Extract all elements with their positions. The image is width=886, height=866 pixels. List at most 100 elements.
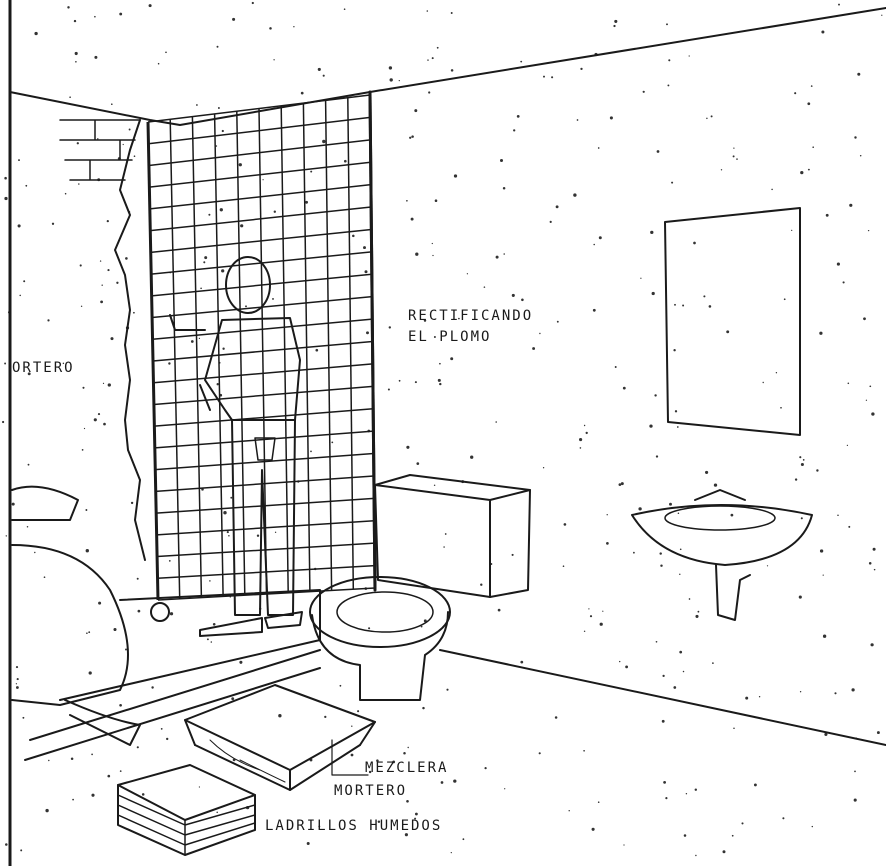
speckle bbox=[89, 671, 92, 674]
speckle bbox=[223, 511, 226, 514]
speckle bbox=[203, 261, 205, 263]
speckle bbox=[498, 609, 501, 612]
speckle bbox=[607, 514, 608, 515]
speckle bbox=[599, 236, 602, 239]
speckle bbox=[230, 497, 232, 499]
speckle bbox=[480, 584, 482, 586]
speckle bbox=[422, 707, 424, 709]
speckle bbox=[125, 649, 127, 651]
speckle bbox=[432, 255, 433, 256]
speckle bbox=[170, 612, 173, 615]
speckle bbox=[406, 800, 409, 803]
speckle bbox=[119, 704, 122, 707]
speckle bbox=[667, 84, 669, 86]
speckle bbox=[168, 362, 170, 364]
speckle bbox=[652, 292, 655, 295]
speckle bbox=[84, 428, 85, 429]
speckle bbox=[467, 273, 468, 274]
speckle bbox=[352, 235, 355, 238]
speckle bbox=[682, 305, 684, 307]
speckle bbox=[94, 56, 97, 59]
speckle bbox=[199, 786, 200, 787]
speckle bbox=[780, 407, 782, 409]
speckle bbox=[94, 16, 96, 18]
speckle bbox=[866, 400, 867, 401]
speckle bbox=[800, 171, 803, 174]
speckle bbox=[496, 256, 499, 259]
speckle bbox=[588, 608, 589, 609]
speckle bbox=[437, 47, 439, 49]
speckle bbox=[427, 10, 429, 12]
speckle bbox=[592, 828, 595, 831]
speckle bbox=[678, 512, 680, 514]
speckle bbox=[871, 412, 874, 415]
speckle bbox=[881, 15, 882, 16]
speckle bbox=[671, 182, 673, 184]
speckle bbox=[16, 683, 17, 684]
speckle bbox=[869, 385, 871, 387]
speckle bbox=[216, 812, 218, 814]
speckle bbox=[257, 535, 259, 537]
speckle bbox=[650, 231, 653, 234]
speckle bbox=[539, 333, 540, 334]
speckle bbox=[520, 661, 523, 664]
speckle bbox=[848, 526, 850, 528]
speckle bbox=[74, 20, 76, 22]
speckle bbox=[539, 752, 541, 754]
speckle bbox=[590, 615, 592, 617]
speckle bbox=[67, 6, 69, 8]
speckle bbox=[662, 675, 664, 677]
speckle bbox=[503, 253, 505, 255]
speckle bbox=[357, 710, 359, 712]
speckle bbox=[403, 752, 406, 755]
speckle bbox=[799, 596, 802, 599]
speckle bbox=[116, 282, 118, 284]
speckle bbox=[107, 775, 110, 778]
speckle bbox=[569, 810, 570, 811]
speckle bbox=[656, 455, 658, 457]
speckle bbox=[4, 177, 7, 180]
speckle bbox=[438, 379, 441, 382]
speckle bbox=[227, 531, 229, 533]
speckle bbox=[741, 822, 743, 824]
speckle bbox=[640, 278, 641, 279]
speckle bbox=[407, 747, 408, 748]
speckle bbox=[868, 230, 869, 231]
speckle bbox=[344, 8, 346, 10]
speckle bbox=[200, 287, 202, 289]
speckle bbox=[706, 118, 707, 119]
speckle bbox=[643, 91, 645, 93]
speckle bbox=[847, 445, 848, 446]
speckle bbox=[399, 380, 401, 382]
speckle bbox=[610, 116, 613, 119]
speckle bbox=[812, 146, 814, 148]
speckle bbox=[91, 754, 93, 756]
speckle bbox=[305, 201, 308, 204]
speckle bbox=[504, 788, 505, 789]
speckle bbox=[108, 383, 111, 386]
speckle bbox=[4, 197, 7, 200]
speckle bbox=[714, 483, 717, 486]
speckle bbox=[619, 661, 620, 662]
label-el-plomo: EL PLOMO bbox=[408, 329, 491, 345]
speckle bbox=[695, 789, 697, 791]
speckle bbox=[6, 535, 7, 536]
speckle bbox=[698, 611, 700, 613]
speckle bbox=[228, 535, 230, 537]
speckle bbox=[711, 115, 713, 117]
speckle bbox=[301, 92, 304, 95]
speckle bbox=[252, 2, 254, 4]
speckle bbox=[857, 73, 860, 76]
speckle bbox=[2, 421, 4, 423]
speckle bbox=[110, 337, 113, 340]
speckle bbox=[580, 68, 582, 70]
speckle bbox=[434, 485, 435, 486]
speckle bbox=[120, 770, 122, 772]
speckle bbox=[837, 514, 839, 516]
speckle bbox=[101, 284, 102, 285]
speckle bbox=[218, 107, 220, 109]
speckle bbox=[25, 185, 27, 187]
speckle bbox=[12, 503, 15, 506]
speckle bbox=[100, 301, 103, 304]
speckle bbox=[310, 171, 312, 173]
